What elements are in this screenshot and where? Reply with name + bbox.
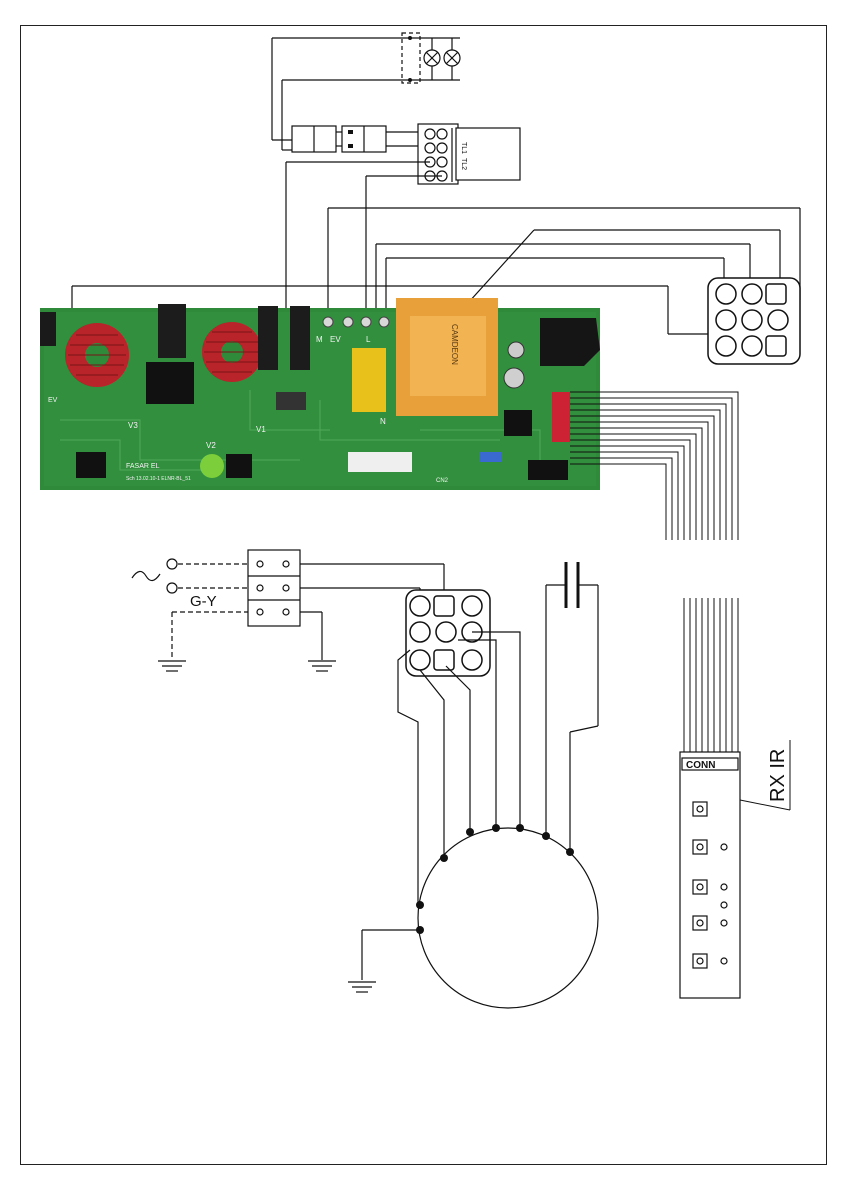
pcb-ev-label: EV (48, 397, 58, 404)
motor-connector (406, 590, 490, 676)
rx-ir-board (680, 752, 740, 998)
plug-connector (272, 126, 420, 152)
tilde-ac-symbol-icon (132, 571, 160, 580)
supply-terminal (248, 550, 300, 626)
ground-icon (158, 661, 186, 671)
pcb-board: CAMDEON FASAR EL Sch 13.02.10-1 ELNR-BL_… (40, 298, 600, 490)
capacitor-icon (546, 562, 598, 852)
toroid-inductor (65, 323, 129, 387)
conn-label: CONN (686, 760, 715, 771)
ground-icon (348, 982, 376, 992)
nine-pin-connector (708, 278, 800, 364)
pcb-v2-label: V2 (206, 441, 216, 450)
gy-label: G-Y (190, 593, 217, 610)
terminal-block (418, 124, 520, 184)
tl2-label: TL2 (460, 158, 467, 170)
lamp-icon (444, 50, 460, 66)
pcb-evn-label: EV (330, 335, 341, 344)
rx-ir-label-group: RX IR (740, 740, 790, 810)
pcb-n-label: N (380, 417, 386, 426)
supply-wires (172, 564, 444, 660)
pcb-brand-label: FASAR EL (126, 463, 160, 470)
ribbon-cable (570, 392, 738, 752)
motor-wires (362, 632, 520, 980)
transformer-label: CAMDEON (450, 324, 459, 365)
pcb-m-label: M (316, 335, 323, 344)
tl1-label: TL1 (460, 142, 467, 154)
pcb-l-label: L (366, 335, 371, 344)
pcb-code-label: Sch 13.02.10-1 ELNR-BL_51 (126, 476, 191, 482)
motor-symbol (416, 824, 598, 1008)
lamp-icon (424, 50, 440, 66)
toroid-inductor (202, 322, 262, 382)
pcb-v1-label: V1 (256, 425, 266, 434)
ground-icon (308, 661, 336, 671)
pcb-v3-label: V3 (128, 421, 138, 430)
pcb-cn2-label: CN2 (436, 478, 449, 484)
rx-ir-label: RX IR (767, 749, 789, 802)
